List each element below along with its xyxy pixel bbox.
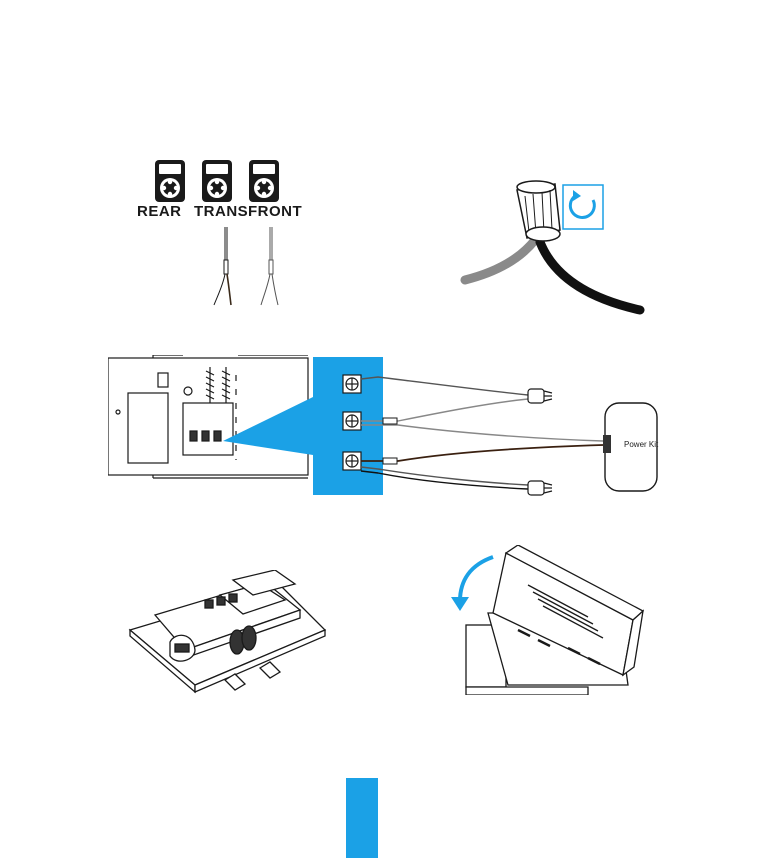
wiring-panel: Power Kit	[108, 355, 668, 500]
assembled-base-illustration	[125, 570, 335, 700]
wire-nut-icon	[517, 181, 560, 241]
terminal-icons	[130, 155, 300, 315]
wire-connector-bottom	[528, 481, 552, 495]
attach-cover-illustration	[448, 545, 648, 695]
wire-nut-illustration	[455, 170, 655, 320]
wire-sleeve	[383, 418, 397, 424]
front-wires	[261, 227, 278, 305]
wire-sleeve	[383, 458, 397, 464]
wiring-diagram: Power Kit	[108, 355, 668, 500]
terminal-panel: REAR TRANS FRONT	[130, 155, 300, 315]
rear-label: REAR	[137, 203, 182, 220]
trans-label: TRANS	[194, 203, 248, 220]
power-kit-device: Power Kit	[603, 403, 659, 491]
black-wire	[540, 242, 640, 310]
front-label: FRONT	[248, 203, 302, 220]
clockwise-arrow-icon	[570, 190, 594, 217]
attach-cover-panel	[448, 545, 648, 695]
assembled-base-panel	[125, 570, 335, 700]
power-kit-label: Power Kit	[624, 440, 659, 449]
page-number-tab	[346, 778, 378, 858]
wire-nut-panel	[455, 170, 655, 320]
wire-connector-top	[528, 389, 552, 403]
front-terminal-icon	[249, 160, 279, 202]
trans-terminal-icon	[202, 160, 232, 202]
screw-terminals	[343, 375, 361, 470]
trans-wires	[214, 227, 231, 305]
curved-arrow-icon	[451, 557, 493, 611]
wires	[361, 377, 603, 489]
rear-terminal-icon	[155, 160, 185, 202]
gray-wire	[465, 240, 535, 280]
